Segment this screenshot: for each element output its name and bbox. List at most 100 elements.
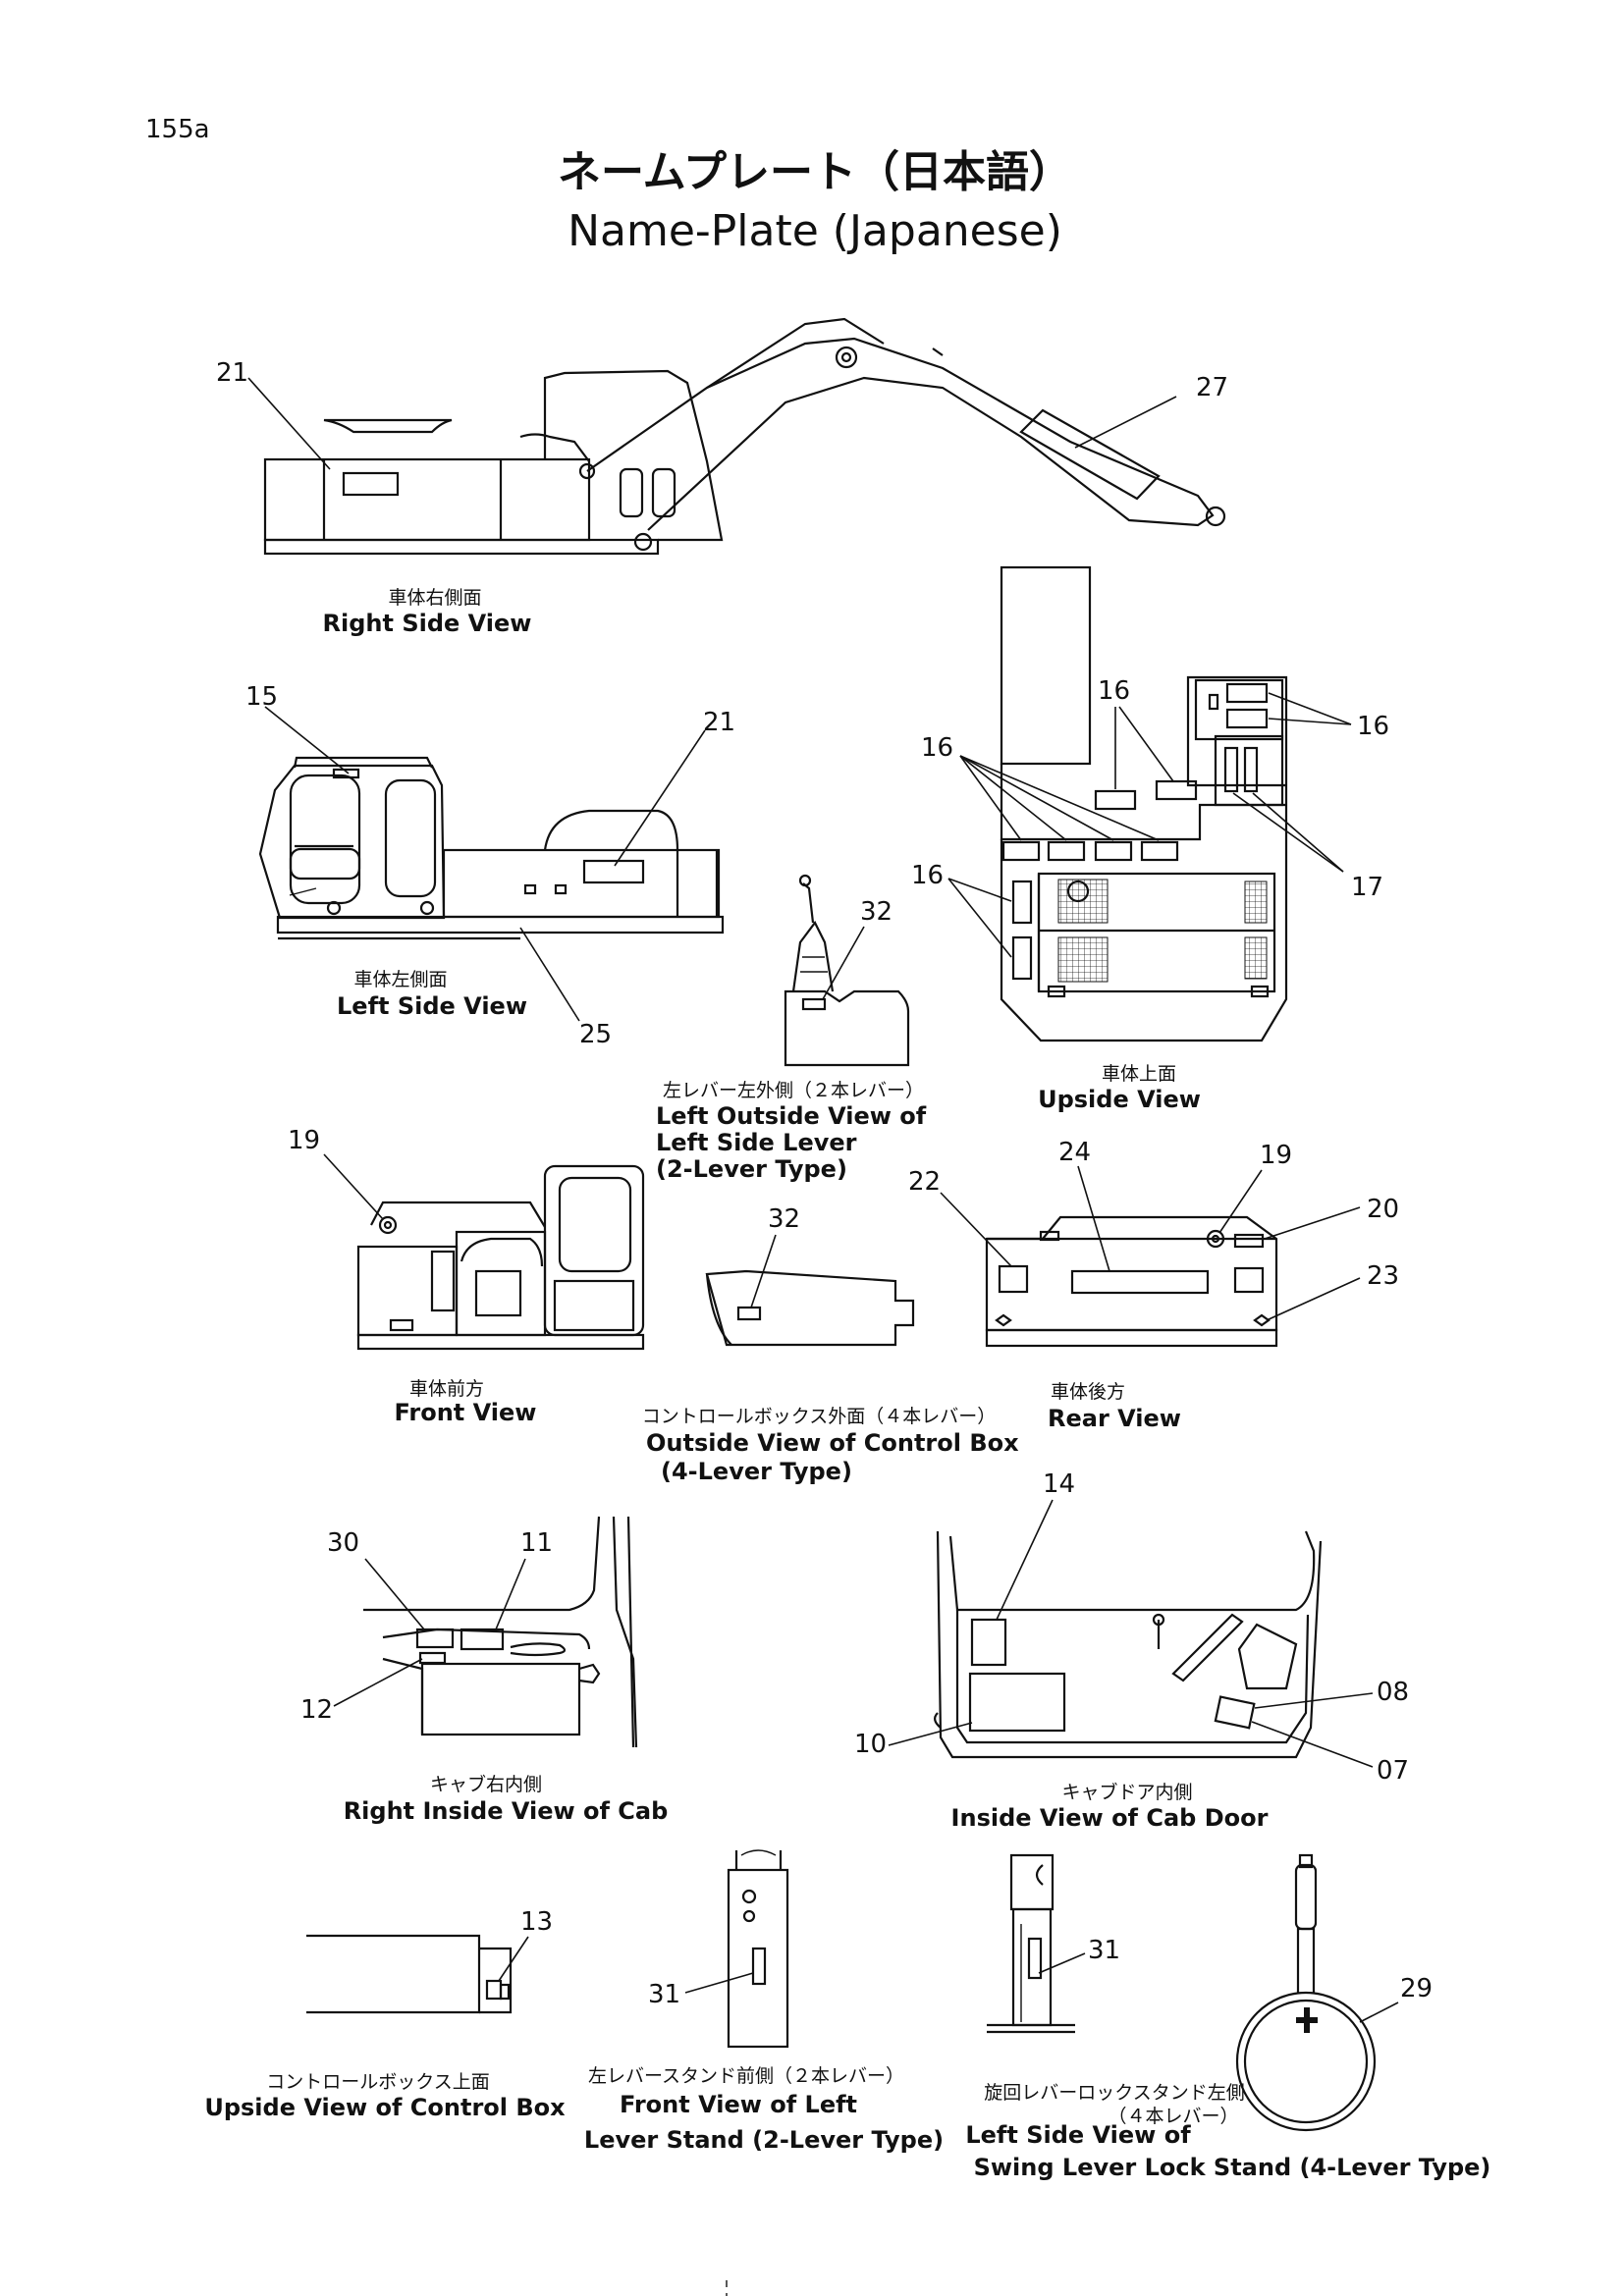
callout-12: 12 xyxy=(300,1695,333,1725)
control-box-outside-view: 32 コントロールボックス外面（４本レバー） Outside View of C… xyxy=(642,1204,1019,1485)
front-view: 19 車体前方 Front View xyxy=(288,1126,645,1426)
cab-door-inside-view: 14 10 08 07 キャブドア内側 Inside View of Cab D… xyxy=(854,1469,1409,1832)
page-number: 155a xyxy=(145,115,210,144)
plate-08-07 xyxy=(1214,1695,1256,1730)
plate-14 xyxy=(970,1618,1007,1667)
lever-stand-front-caption-en-1: Front View of Left xyxy=(620,2091,857,2118)
right-side-view-caption-en: Right Side View xyxy=(323,610,532,637)
lever-stand-front-view: 31 左レバースタンド前側（２本レバー） Front View of Left … xyxy=(584,1849,944,2154)
plate-16-d xyxy=(1140,840,1179,862)
callout-08: 08 xyxy=(1377,1678,1409,1707)
plate-16-b xyxy=(1047,840,1086,862)
plate-20 xyxy=(1233,1233,1265,1249)
callout-20: 20 xyxy=(1367,1195,1399,1224)
callout-30: 30 xyxy=(327,1528,359,1558)
callout-16-top: 16 xyxy=(1098,676,1130,706)
left-side-view: 15 21 25 車体左側面 Left Side View xyxy=(245,682,735,1049)
front-view-caption-en: Front View xyxy=(395,1399,537,1426)
callout-32-control-box: 32 xyxy=(768,1204,800,1234)
plate-19-rear xyxy=(1206,1229,1225,1249)
left-lever-view-caption-jp: 左レバー左外側（２本レバー） xyxy=(663,1080,924,1101)
title-english: Name-Plate (Japanese) xyxy=(568,206,1062,256)
cab-right-inside-caption-jp: キャブ右内側 xyxy=(430,1773,542,1795)
left-side-view-drawing xyxy=(258,756,725,940)
control-box-outside-caption-jp: コントロールボックス外面（４本レバー） xyxy=(642,1406,996,1427)
plate-32-control-box xyxy=(736,1306,762,1321)
plate-30 xyxy=(415,1628,455,1649)
callout-21-left-side: 21 xyxy=(703,708,735,737)
callout-27: 27 xyxy=(1196,373,1228,402)
lever-stand-front-caption-jp: 左レバースタンド前側（２本レバー） xyxy=(588,2065,904,2087)
plate-27-boom xyxy=(1019,408,1161,501)
callout-31-stand: 31 xyxy=(648,1980,680,2009)
cab-door-inside-caption-jp: キャブドア内側 xyxy=(1061,1781,1192,1803)
front-view-caption-jp: 車体前方 xyxy=(409,1378,484,1400)
title-japanese: ネームプレート（日本語） xyxy=(558,147,1072,197)
plate-21-right xyxy=(342,471,400,497)
upside-view: 16 16 16 16 17 車体上面 Upside View xyxy=(911,565,1389,1113)
callout-21-right-side: 21 xyxy=(216,358,248,388)
swing-lock-stand-view-drawing xyxy=(987,1853,1075,2034)
callout-16-upper-right: 16 xyxy=(1357,712,1389,741)
cab-right-inside-view-drawing xyxy=(363,1516,638,1748)
swing-lock-stand-caption-jp-2: （４本レバー） xyxy=(1108,2106,1238,2127)
callout-15: 15 xyxy=(245,682,278,712)
plate-13 xyxy=(485,1979,503,2001)
control-box-upside-caption-en: Upside View of Control Box xyxy=(204,2094,566,2121)
left-side-view-caption-en: Left Side View xyxy=(337,992,527,1020)
cab-right-inside-view: 30 11 12 キャブ右内側 Right Inside View of Cab xyxy=(300,1516,668,1825)
callout-24: 24 xyxy=(1058,1138,1091,1167)
plate-24 xyxy=(1070,1269,1210,1295)
plate-31-stand xyxy=(751,1947,767,1986)
plate-15-cab xyxy=(332,768,360,779)
plate-31-swing xyxy=(1027,1937,1043,1980)
left-lever-view-caption-en-2: Left Side Lever xyxy=(656,1129,857,1156)
rear-view: 22 24 19 20 23 車体後方 Rear View xyxy=(908,1138,1399,1432)
callout-16-left: 16 xyxy=(921,733,953,763)
upside-view-drawing xyxy=(1000,565,1288,1042)
callout-19-rear: 19 xyxy=(1260,1141,1292,1170)
swing-lock-stand-caption-en-2: Swing Lever Lock Stand (4-Lever Type) xyxy=(974,2154,1491,2181)
rear-view-caption-jp: 車体後方 xyxy=(1051,1381,1125,1403)
swing-lock-stand-caption-en-1: Left Side View of xyxy=(965,2121,1191,2149)
callout-13: 13 xyxy=(520,1907,553,1937)
right-side-view-drawing xyxy=(263,317,1226,556)
callout-16-lower-left: 16 xyxy=(911,861,944,890)
fire-extinguisher-drawing xyxy=(1235,1853,1377,2132)
control-box-upside-caption-jp: コントロールボックス上面 xyxy=(266,2071,489,2093)
callout-32-lever: 32 xyxy=(860,897,893,927)
front-view-drawing xyxy=(356,1164,645,1351)
plate-17-a xyxy=(1223,746,1239,793)
callout-14: 14 xyxy=(1043,1469,1075,1499)
left-lever-view: 32 左レバー左外側（２本レバー） Left Outside View of L… xyxy=(656,874,927,1183)
swing-lock-stand-caption-jp-1: 旋回レバーロックスタンド左側 xyxy=(984,2082,1244,2104)
plate-19-front xyxy=(378,1215,398,1235)
callout-22: 22 xyxy=(908,1167,941,1197)
upside-view-caption-jp: 車体上面 xyxy=(1102,1063,1176,1085)
lever-stand-front-caption-en-2: Lever Stand (2-Lever Type) xyxy=(584,2126,944,2154)
plate-16-i xyxy=(1011,880,1033,925)
lever-stand-front-view-drawing xyxy=(727,1849,789,2049)
plate-11 xyxy=(460,1628,505,1651)
plate-16-g xyxy=(1225,682,1269,704)
plate-10 xyxy=(968,1672,1066,1733)
rear-view-caption-en: Rear View xyxy=(1048,1405,1181,1432)
plate-23 xyxy=(1233,1266,1265,1294)
plate-22 xyxy=(998,1264,1029,1294)
plate-16-c xyxy=(1094,840,1133,862)
plate-12 xyxy=(418,1651,447,1665)
callout-29: 29 xyxy=(1400,1974,1433,2003)
left-lever-view-caption-en-3: (2-Lever Type) xyxy=(656,1155,847,1183)
callout-23: 23 xyxy=(1367,1261,1399,1291)
upside-view-caption-en: Upside View xyxy=(1038,1086,1201,1113)
callout-25: 25 xyxy=(579,1020,612,1049)
swing-lock-stand-view: 31 29 旋回レバーロックスタンド左側 （４本レバー） Left Side V… xyxy=(965,1853,1491,2181)
plate-16-e xyxy=(1094,789,1137,811)
callout-17: 17 xyxy=(1351,873,1383,902)
plate-29-cross xyxy=(1296,2007,1318,2033)
cab-door-inside-view-drawing xyxy=(934,1530,1323,1759)
right-side-view-caption-jp: 車体右側面 xyxy=(388,587,481,609)
plate-17-b xyxy=(1243,746,1259,793)
plate-16-a xyxy=(1001,840,1041,862)
control-box-outside-caption-en-1: Outside View of Control Box xyxy=(646,1429,1019,1457)
